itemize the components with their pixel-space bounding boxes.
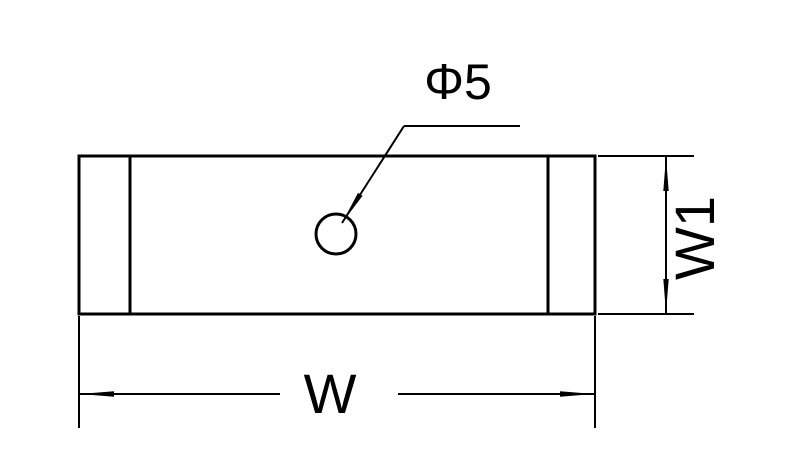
width-dimension-label: W xyxy=(304,362,357,425)
block-outline xyxy=(77,154,597,316)
hole-diameter-label: Φ5 xyxy=(424,54,492,110)
hole-leader-arrow xyxy=(341,125,405,224)
center-hole xyxy=(314,212,358,256)
height-dimension-label: W1 xyxy=(663,196,726,280)
